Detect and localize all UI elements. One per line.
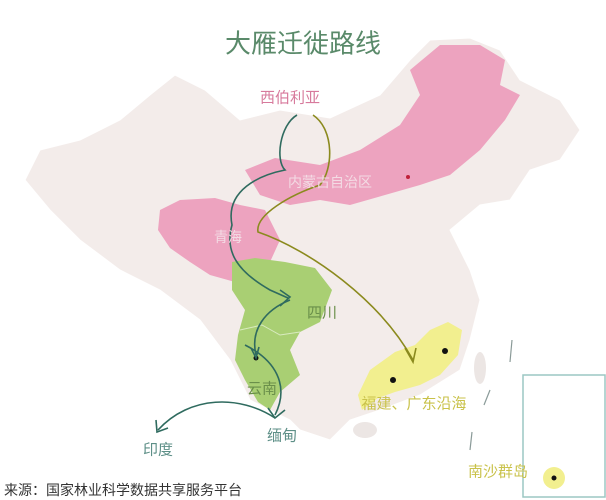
east-migration-route xyxy=(257,114,417,365)
source-caption: 来源：国家林业科学数据共享服务平台 xyxy=(4,483,242,499)
hainan-island xyxy=(353,422,377,438)
label-sichuan: 四川 xyxy=(306,303,338,322)
label-coast: 福建、广东沿海 xyxy=(361,394,467,413)
label-inner-mongolia: 内蒙古自治区 xyxy=(288,175,372,191)
map-title: 大雁迁徙路线 xyxy=(224,29,382,60)
beijing-marker xyxy=(406,175,410,179)
label-yunnan: 云南 xyxy=(246,379,278,398)
label-myanmar: 缅甸 xyxy=(266,426,298,445)
coast-region xyxy=(358,322,462,410)
sichuan-yunnan-border xyxy=(239,324,301,336)
west-migration-route xyxy=(155,114,298,434)
label-qinghai: 青海 xyxy=(214,230,242,246)
inner-mongolia-region xyxy=(245,45,520,205)
sichuan-yunnan-region xyxy=(232,258,332,410)
sea-boundary-dashes xyxy=(469,339,513,451)
taiwan-island xyxy=(474,352,486,384)
nansha-marker xyxy=(551,475,557,481)
label-nansha: 南沙群岛 xyxy=(467,462,529,481)
city-marker xyxy=(442,348,448,354)
city-marker xyxy=(390,377,396,383)
label-siberia: 西伯利亚 xyxy=(259,88,321,107)
label-india: 印度 xyxy=(142,440,174,459)
